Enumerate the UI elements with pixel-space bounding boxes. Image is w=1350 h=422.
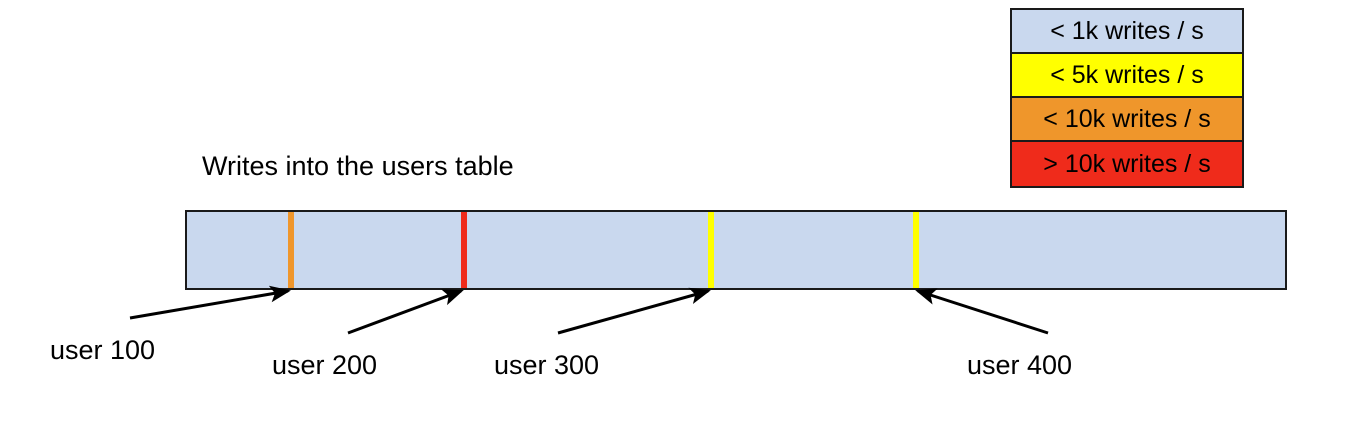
legend-label-0: < 1k writes / s bbox=[1050, 16, 1204, 45]
chart-title: Writes into the users table bbox=[202, 151, 514, 181]
legend-label-2: < 10k writes / s bbox=[1043, 104, 1211, 133]
arrow-user-400 bbox=[915, 288, 1049, 335]
arrow-user-100 bbox=[129, 285, 291, 320]
arrow-user-200 bbox=[347, 289, 464, 335]
keyrange-bar-track bbox=[185, 210, 1287, 290]
bar-marker-user-400 bbox=[913, 212, 919, 288]
bar-marker-user-200 bbox=[461, 212, 467, 288]
legend: < 1k writes / s < 5k writes / s < 10k wr… bbox=[1010, 8, 1244, 188]
callout-label-user-400: user 400 bbox=[967, 350, 1073, 380]
legend-label-1: < 5k writes / s bbox=[1050, 60, 1204, 89]
legend-row-1: < 5k writes / s bbox=[1012, 54, 1242, 98]
callout-label-user-200: user 200 bbox=[272, 350, 378, 380]
callout-label-user-300: user 300 bbox=[494, 350, 600, 380]
callout-label-user-100: user 100 bbox=[50, 335, 156, 365]
bar-marker-user-100 bbox=[288, 212, 294, 288]
legend-label-3: > 10k writes / s bbox=[1043, 149, 1211, 178]
keyrange-bar bbox=[185, 210, 1287, 290]
legend-row-0: < 1k writes / s bbox=[1012, 10, 1242, 54]
legend-row-2: < 10k writes / s bbox=[1012, 98, 1242, 142]
arrow-user-300 bbox=[557, 287, 711, 335]
bar-marker-user-300 bbox=[708, 212, 714, 288]
legend-row-3: > 10k writes / s bbox=[1012, 142, 1242, 186]
